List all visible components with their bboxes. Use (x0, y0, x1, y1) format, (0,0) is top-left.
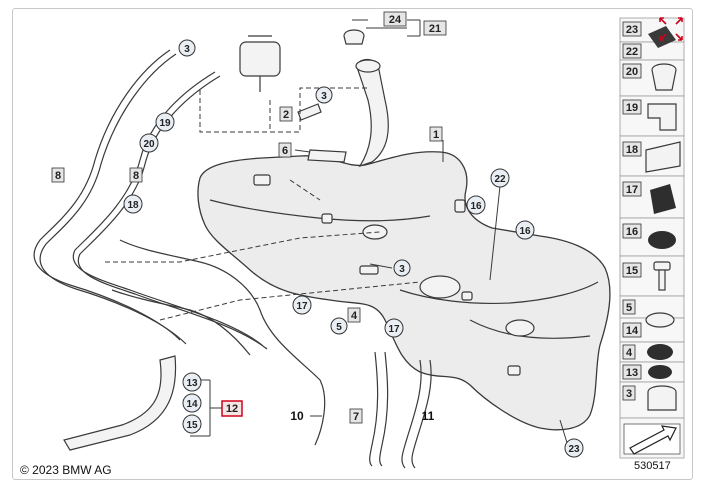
sidebar-label-5: 5 (626, 302, 632, 314)
thumb-bolt-15 (653, 261, 671, 291)
thumb-clip-20 (651, 63, 677, 91)
callout-2-box (279, 106, 293, 122)
callout-16-a-circle (466, 195, 486, 215)
callout-14-circle (182, 393, 202, 413)
callout-12: 12 (226, 403, 238, 415)
callout-13-circle (182, 372, 202, 392)
callout-1-box (429, 126, 443, 142)
sidebar-label-20: 20 (626, 66, 638, 78)
callout-1: 1 (433, 129, 439, 141)
filler-neck (343, 19, 389, 168)
callout-18: 18 (127, 200, 139, 211)
callout-2: 2 (283, 109, 289, 121)
callout-3-b-circle (315, 86, 333, 104)
copyright-text: © 2023 BMW AG (20, 463, 112, 477)
thumb-clip-18 (645, 141, 681, 173)
callout-20-circle (139, 133, 159, 153)
callout-21: 21 (429, 23, 441, 35)
callout-3-c-circle (393, 259, 411, 277)
thumb-washer-14 (645, 312, 675, 328)
callout-6-box (278, 142, 292, 158)
callout-22-circle (490, 168, 510, 188)
line-7 (369, 351, 379, 467)
callout-15: 15 (186, 420, 198, 431)
callout-19: 19 (159, 118, 171, 129)
diagram-number: 530517 (634, 460, 671, 472)
callout-4-box (347, 307, 361, 323)
callout-14: 14 (186, 399, 198, 410)
callout-13: 13 (186, 378, 198, 389)
callout-15-circle (182, 414, 202, 434)
part-6-shape (307, 149, 347, 163)
callout-6: 6 (282, 145, 288, 157)
sidebar-label-13: 13 (626, 367, 638, 379)
callout-17-b: 17 (388, 324, 400, 335)
line-11 (401, 359, 422, 469)
callout-23-circle (564, 438, 584, 458)
fuel-pump (239, 35, 281, 92)
callout-8-a-box (51, 167, 65, 183)
thumb-grommet-4 (647, 344, 673, 360)
callout-5: 5 (336, 322, 342, 333)
sidebar-label-16: 16 (626, 226, 638, 238)
thumb-grommet-13 (648, 365, 672, 379)
sidebar-label-18: 18 (626, 144, 638, 156)
diagonal-arrow-icon (623, 423, 681, 455)
callout-17-a: 17 (296, 301, 308, 312)
thumb-grommet-16 (648, 231, 676, 249)
callout-3-c: 3 (399, 264, 405, 275)
callout-17-a-circle (292, 295, 312, 315)
thumb-block-17 (650, 184, 676, 214)
callout-11: 11 (422, 409, 435, 423)
callout-20: 20 (143, 139, 155, 150)
callout-10: 10 (290, 409, 304, 423)
sidebar-label-3: 3 (626, 388, 632, 400)
callout-7: 7 (353, 411, 359, 423)
callout-16-a: 16 (470, 201, 482, 212)
callout-8-b: 8 (133, 170, 139, 182)
callout-8-b-box (129, 167, 143, 183)
hose-12-shape (63, 355, 177, 451)
callout-21-box (423, 20, 447, 36)
sidebar-label-14: 14 (626, 325, 639, 337)
callout-8-a: 8 (55, 170, 61, 182)
callout-24: 24 (389, 14, 402, 26)
expand-arrows-icon[interactable] (659, 17, 683, 41)
callout-24-box (383, 11, 407, 27)
callout-23: 23 (568, 444, 580, 455)
sidebar-label-19: 19 (626, 102, 638, 114)
sidebar-label-22: 22 (626, 46, 638, 58)
callout-5-circle (330, 317, 348, 335)
sidebar-label-17: 17 (626, 184, 638, 196)
sidebar-label-23: 23 (626, 24, 638, 36)
callout-19-circle (155, 112, 175, 132)
fuel-tank (197, 151, 611, 431)
callout-12-box (221, 400, 243, 417)
callout-17-b-circle (384, 318, 404, 338)
sidebar-label-15: 15 (626, 265, 638, 277)
thumb-clip-3 (647, 385, 677, 411)
callout-3-b: 3 (321, 91, 327, 102)
part-2-shape (297, 103, 322, 121)
callout-16-b-circle (515, 220, 535, 240)
sidebar-label-4: 4 (626, 347, 633, 359)
parts-sidebar: 23 22 20 19 18 17 16 15 5 14 4 13 3 (619, 17, 685, 459)
callout-3-a: 3 (184, 44, 190, 55)
callout-3-a-circle (178, 39, 196, 57)
callout-16-b: 16 (519, 226, 531, 237)
callout-22: 22 (494, 174, 506, 185)
callout-18-circle (123, 194, 143, 214)
thumb-clip-19 (647, 103, 677, 131)
callouts: 24 21 3 3 3 2 1 6 8 8 19 20 18 22 16 16 … (51, 11, 584, 458)
callout-7-box (349, 408, 363, 424)
callout-4: 4 (351, 310, 358, 322)
